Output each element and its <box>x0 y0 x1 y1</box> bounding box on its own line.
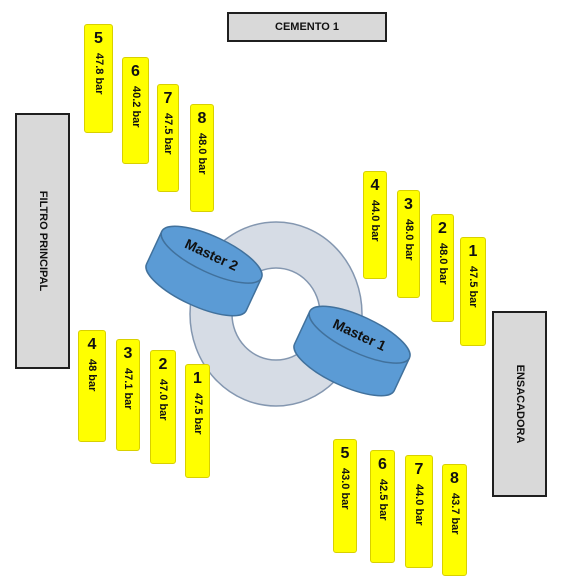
pressure-card[interactable]: 7 47.5 bar <box>157 84 179 192</box>
card-number: 1 <box>193 370 202 387</box>
card-number: 7 <box>163 90 173 107</box>
pressure-card[interactable]: 5 43.0 bar <box>333 439 357 553</box>
pressure-card[interactable]: 3 47.1 bar <box>116 339 140 451</box>
card-number: 5 <box>94 30 103 47</box>
card-number: 6 <box>378 456 387 473</box>
card-number: 2 <box>158 356 168 373</box>
pressure-value: 44.0 bar <box>413 484 425 526</box>
pressure-value: 48.0 bar <box>402 219 415 261</box>
card-number: 5 <box>340 445 350 462</box>
filtro-principal-label: FILTRO PRINCIPAL <box>36 190 49 292</box>
card-number: 7 <box>414 461 424 478</box>
pressure-value: 42.5 bar <box>376 479 389 521</box>
pressure-card[interactable]: 8 43.7 bar <box>442 464 467 576</box>
cemento-zone[interactable]: CEMENTO 1 <box>227 12 387 42</box>
pressure-value: 43.0 bar <box>339 468 351 510</box>
pressure-value: 43.7 bar <box>448 493 461 535</box>
pressure-card[interactable]: 4 44.0 bar <box>363 171 387 279</box>
pressure-value: 47.8 bar <box>92 53 105 95</box>
pressure-value: 48 bar <box>86 359 98 392</box>
pressure-value: 40.2 bar <box>129 86 142 128</box>
pressure-value: 48.0 bar <box>436 243 449 285</box>
card-number: 3 <box>404 196 413 213</box>
card-number: 3 <box>123 345 133 362</box>
card-number: 2 <box>438 220 447 237</box>
pressure-card[interactable]: 6 40.2 bar <box>122 57 149 164</box>
pressure-card[interactable]: 1 47.5 bar <box>185 364 210 478</box>
pressure-value: 47.0 bar <box>157 379 169 421</box>
pressure-value: 44.0 bar <box>369 200 381 242</box>
ensacadora-zone[interactable]: ENSACADORA <box>492 311 547 497</box>
pressure-value: 47.5 bar <box>162 113 174 155</box>
filtro-principal-zone[interactable]: FILTRO PRINCIPAL <box>15 113 70 369</box>
pressure-card[interactable]: 3 48.0 bar <box>397 190 420 298</box>
card-number: 4 <box>370 177 380 194</box>
pressure-value: 47.5 bar <box>191 393 204 435</box>
pressure-value: 47.1 bar <box>122 368 134 410</box>
card-number: 4 <box>87 336 97 353</box>
pressure-card[interactable]: 1 47.5 bar <box>460 237 486 346</box>
card-number: 1 <box>468 243 478 260</box>
cemento-label: CEMENTO 1 <box>275 21 339 33</box>
pressure-card[interactable]: 7 44.0 bar <box>405 455 433 568</box>
pressure-card[interactable]: 6 42.5 bar <box>370 450 395 563</box>
pressure-card[interactable]: 2 48.0 bar <box>431 214 454 322</box>
card-number: 8 <box>197 110 207 127</box>
ensacadora-label: ENSACADORA <box>513 364 526 444</box>
pressure-card[interactable]: 4 48 bar <box>78 330 106 442</box>
card-number: 6 <box>131 63 140 80</box>
master-1-cylinder[interactable]: Master 1 <box>287 295 417 407</box>
pressure-value: 48.0 bar <box>196 133 208 175</box>
pressure-card[interactable]: 5 47.8 bar <box>84 24 113 133</box>
card-number: 8 <box>450 470 459 487</box>
pressure-card[interactable]: 2 47.0 bar <box>150 350 176 464</box>
pressure-card[interactable]: 8 48.0 bar <box>190 104 214 212</box>
pressure-value: 47.5 bar <box>467 266 479 308</box>
